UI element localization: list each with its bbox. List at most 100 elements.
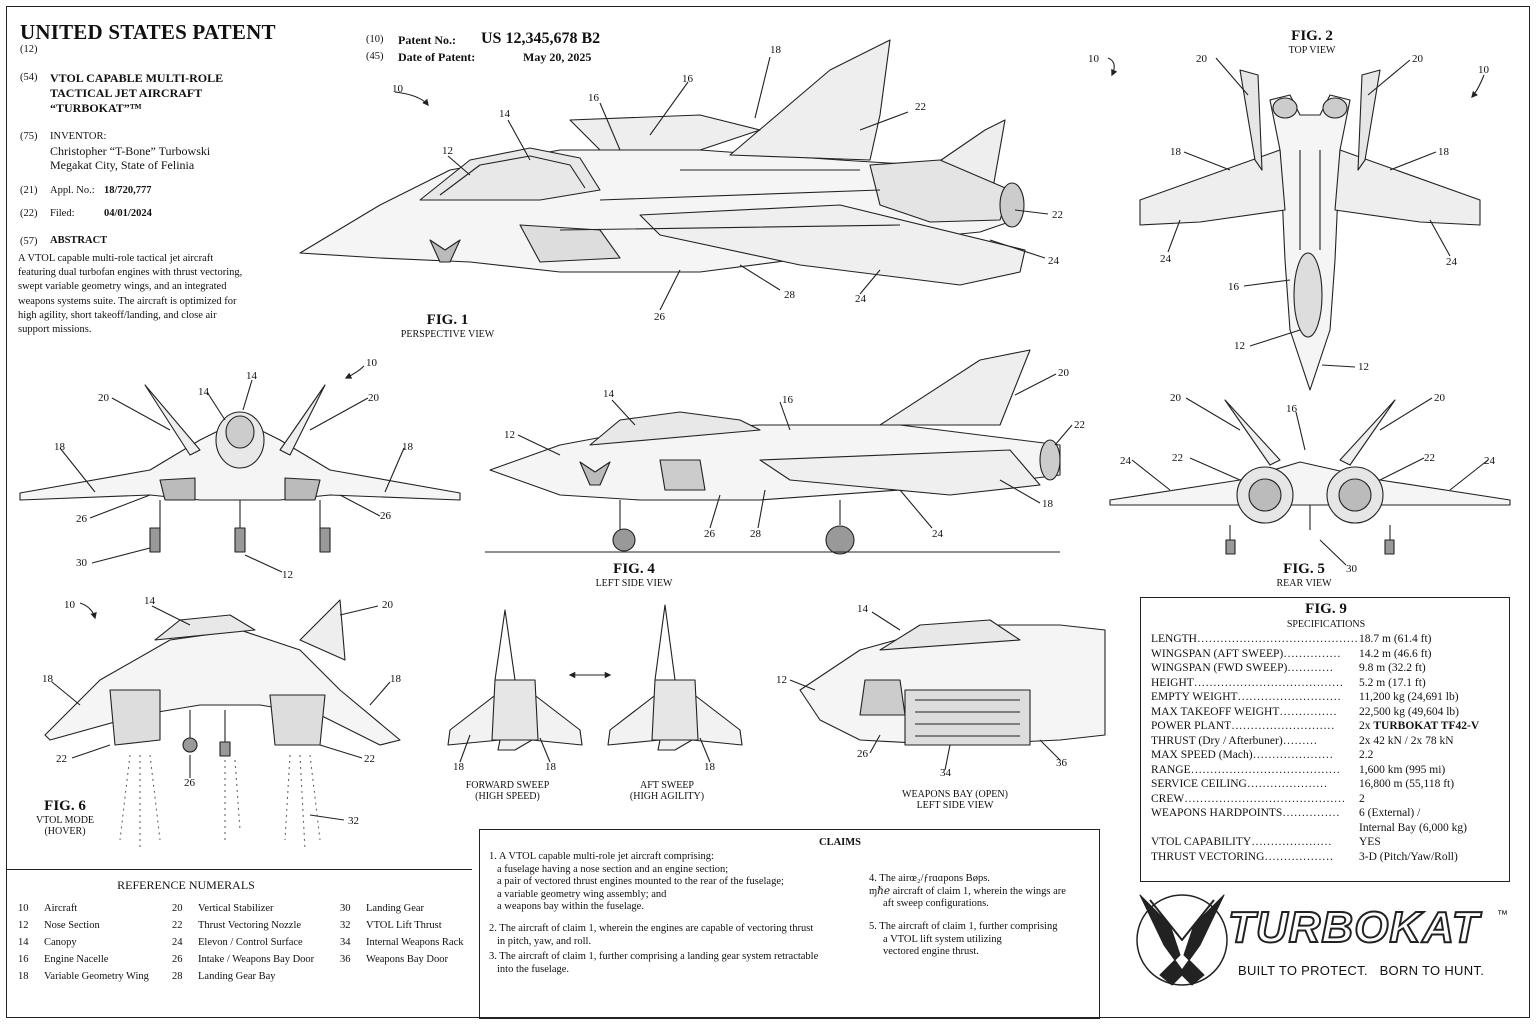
spec-row: RANGE…………………………………1,600 km (995 mi) <box>1151 764 1506 778</box>
fig2-caption: FIG. 2 TOP VIEW <box>1262 28 1362 56</box>
ref-text: Engine Nacelle <box>44 954 109 965</box>
fig9-subtitle: SPECIFICATIONS <box>1286 619 1366 630</box>
ref-number: 16 <box>18 954 29 965</box>
callout: 36 <box>1056 757 1068 769</box>
fig1-caption: FIG. 1 PERSPECTIVE VIEW <box>385 312 510 340</box>
claims-box: CLAIMS 1. A VTOL capable multi-role jet … <box>479 829 1100 1019</box>
claim-line: ɱℏℯ aircraft of claim 1, wherein the win… <box>869 885 1066 897</box>
callout: 24 <box>1446 256 1458 268</box>
fig3-front-drawing <box>19 384 461 553</box>
callout: 16 <box>1228 281 1240 293</box>
callout: 22 <box>1052 209 1063 221</box>
callout: 12 <box>1358 361 1369 373</box>
claim-line: vectored engine thrust. <box>883 946 979 957</box>
callout: 12 <box>504 429 515 441</box>
spec-value: 2x TURBOKAT TF42-V <box>1359 720 1479 732</box>
ref-number: 34 <box>340 937 351 948</box>
inventor-city: Megakat City, State of Felinia <box>50 158 195 172</box>
aft-sweep-sub: (HIGH AGILITY) <box>629 791 705 802</box>
callout: 14 <box>198 386 210 398</box>
claim-line: 4. The airœ₂/ƒrɑɑpons Bøps. <box>869 873 990 884</box>
page-border <box>6 6 1530 1018</box>
bay-callouts: 14 12 26 34 36 <box>776 603 1068 779</box>
claim-2: 2. The aircraft of claim 1, wherein the … <box>489 923 813 948</box>
spec-row: HEIGHT…………………………………5.2 m (17.1 ft) <box>1151 677 1506 691</box>
appl-code: (21) <box>20 185 38 196</box>
callout: 30 <box>76 557 88 569</box>
fig5-callouts: 20 20 16 24 24 22 22 30 <box>1120 392 1496 575</box>
callout: 16 <box>782 394 794 406</box>
callout: 18 <box>704 761 716 773</box>
claim-line: a VTOL lift system utilizing <box>883 933 1002 945</box>
ref-number: 14 <box>18 937 29 948</box>
fig9-label: FIG. 9 <box>1305 601 1347 617</box>
ref-number: 36 <box>340 954 351 965</box>
abstract-text: A VTOL capable multi-role tactical jet a… <box>18 252 242 337</box>
weapons-bay-label: WEAPONS BAY (OPEN) <box>902 789 1008 800</box>
ref-text: Thrust Vectoring Nozzle <box>198 920 302 931</box>
title-code: (54) <box>20 72 38 83</box>
callout: 18 <box>1042 498 1054 510</box>
spec-value: Internal Bay (6,000 kg) <box>1359 821 1467 834</box>
abstract-label: ABSTRACT <box>50 235 108 246</box>
callout: 22 <box>56 753 67 765</box>
spec-key: RANGE………………………………… <box>1151 763 1341 776</box>
ref-text: Internal Weapons Rack <box>366 937 464 948</box>
claim-line: into the fuselage. <box>497 963 570 975</box>
claim-4: 4. The airœ₂/ƒrɑɑpons Bøps. ɱℏℯ aircraft… <box>869 873 1066 911</box>
callout: 20 <box>1412 53 1424 65</box>
inventor-code: (75) <box>20 131 38 142</box>
fig4-label: FIG. 4 <box>613 561 655 577</box>
sweep-callouts: 18 18 18 <box>453 761 716 773</box>
callout: 14 <box>499 108 511 120</box>
callout: 16 <box>588 92 600 104</box>
ref-number: 20 <box>172 903 183 914</box>
spec-row: CREW……………………………………2 <box>1151 793 1506 807</box>
fig1-callouts: 10 12 14 16 16 18 22 22 24 24 26 28 <box>392 44 1063 323</box>
ref-number: 12 <box>18 920 29 931</box>
title-line-2: TACTICAL JET AIRCRAFT <box>50 86 203 100</box>
abstract-line: A VTOL capable multi-role tactical jet a… <box>18 253 214 264</box>
spec-value: 2.2 <box>1359 749 1374 761</box>
inventor-name: Christopher “T-Bone” Turbowski <box>50 144 211 158</box>
fig5-caption: FIG. 5 REAR VIEW <box>1254 561 1354 589</box>
abstract-line: featuring dual turbofan engines with thr… <box>18 267 243 279</box>
spec-row: EMPTY WEIGHT………………………11,200 kg (24,691 l… <box>1151 691 1506 705</box>
fig2-aircraft-drawing <box>1139 69 1481 391</box>
callout: 14 <box>144 595 156 607</box>
ref-number: 10 <box>18 903 29 914</box>
callout: 22 <box>1074 419 1085 431</box>
fig8-weapons-bay-drawing <box>799 619 1106 746</box>
specifications-box: FIG. 9 SPECIFICATIONS LENGTH………………………………… <box>1140 597 1510 882</box>
fig6-caption: FIG. 6 VTOL MODE (HOVER) <box>20 798 110 837</box>
fig1-label: FIG. 1 <box>426 312 469 328</box>
weapons-bay-caption: WEAPONS BAY (OPEN) LEFT SIDE VIEW <box>885 789 1025 811</box>
filed-label: Filed: <box>50 208 75 219</box>
callout: 32 <box>348 815 359 827</box>
callout: 28 <box>750 528 762 540</box>
fig4-side-drawing <box>485 349 1061 555</box>
callout: 24 <box>1160 253 1172 265</box>
callout: 12 <box>776 674 787 686</box>
fig1-subtitle: PERSPECTIVE VIEW <box>400 329 495 340</box>
spec-row: WINGSPAN (AFT SWEEP)……………14.2 m (46.6 ft… <box>1151 648 1506 662</box>
claim-line: aft sweep configurations. <box>883 898 989 909</box>
callout: 10 <box>392 83 404 95</box>
callout: 10 <box>366 357 378 369</box>
forward-sweep-sub: (HIGH SPEED) <box>475 791 540 802</box>
claim-line: 2. The aircraft of claim 1, wherein the … <box>489 923 814 934</box>
inventor-label: INVENTOR: <box>50 131 107 142</box>
fig6-vtol-drawing <box>44 599 401 851</box>
spec-row: Internal Bay (6,000 kg) <box>1151 822 1506 836</box>
spec-row: SERVICE CEILING…………………16,800 m (55,118 f… <box>1151 778 1506 792</box>
claim-line: in pitch, yaw, and roll. <box>497 935 592 947</box>
spec-key: THRUST VECTORING……………… <box>1151 850 1334 863</box>
ref-number: 26 <box>172 954 183 965</box>
spec-row: WEAPONS HARDPOINTS……………6 (External) / <box>1151 807 1506 821</box>
abstract-line: support missions. <box>18 324 92 336</box>
ref-text: Elevon / Control Surface <box>198 937 303 948</box>
